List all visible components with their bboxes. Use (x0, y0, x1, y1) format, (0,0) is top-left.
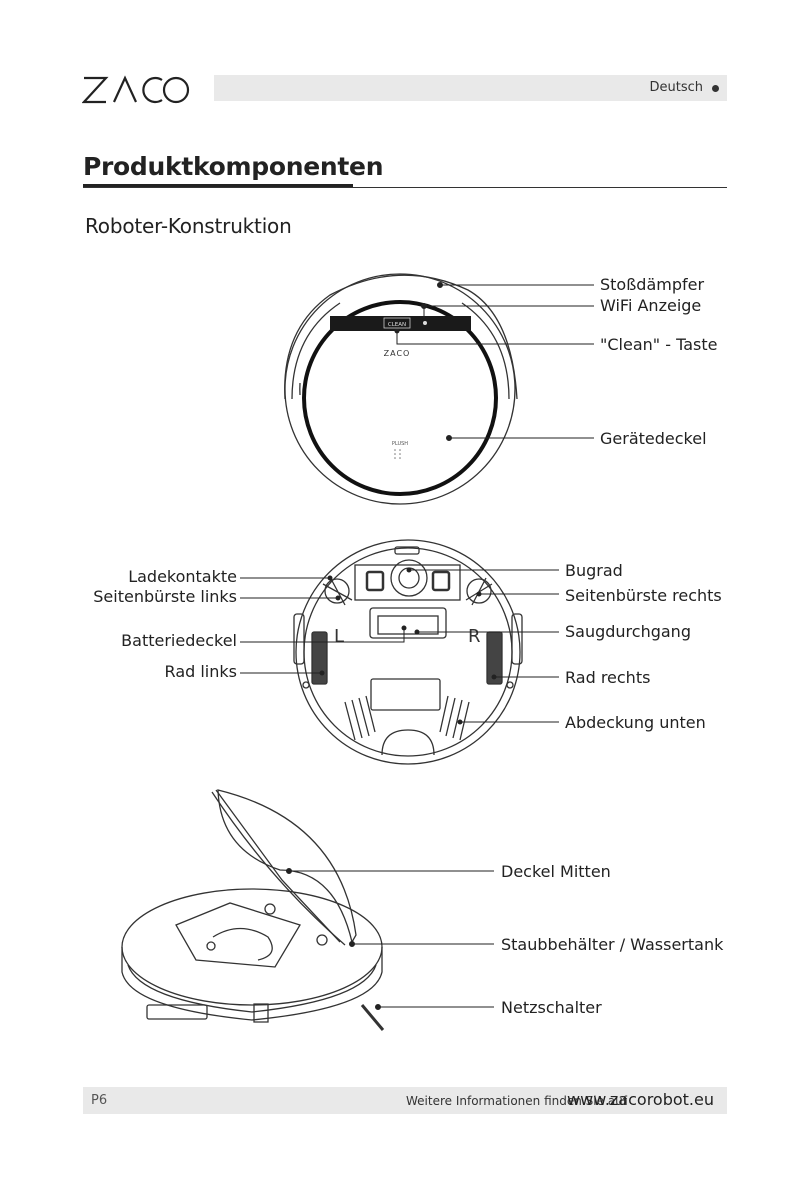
label-front-wheel: Bugrad (565, 561, 623, 580)
label-dustbin: Staubbehälter / Wassertank (501, 935, 723, 954)
left-mark: L (334, 626, 344, 647)
footer-url-link[interactable]: www.zacorobot.eu (567, 1090, 714, 1109)
label-bumper: Stoßdämpfer (600, 275, 704, 294)
label-middle-lid: Deckel Mitten (501, 862, 611, 881)
label-suction-channel: Saugdurchgang (565, 622, 691, 641)
robot-bottom-view (294, 540, 522, 764)
robot-logo-text: ZACO (384, 349, 411, 358)
plush-text: PLUSH (392, 441, 408, 447)
right-mark: R (468, 626, 481, 647)
robot-top-view (285, 274, 517, 504)
footer-bar: P6 Weitere Informationen finden Sie auf … (83, 1087, 727, 1114)
label-side-brush-left: Seitenbürste links (93, 587, 237, 606)
bottom-leaders (240, 568, 559, 724)
label-wifi: WiFi Anzeige (600, 296, 701, 315)
label-cover: Gerätedeckel (600, 429, 707, 448)
label-side-brush-right: Seitenbürste rechts (565, 586, 722, 605)
robot-side-view (122, 790, 383, 1030)
plush-dots (394, 449, 401, 459)
display-text: CLEAN (388, 322, 406, 328)
label-charging-contacts: Ladekontakte (128, 567, 237, 586)
page-number: P6 (91, 1093, 107, 1108)
label-wheel-left: Rad links (165, 662, 237, 681)
label-battery-cover: Batteriedeckel (121, 631, 237, 650)
label-power-switch: Netzschalter (501, 998, 602, 1017)
label-wheel-right: Rad rechts (565, 668, 650, 687)
label-bottom-cover: Abdeckung unten (565, 713, 706, 732)
label-clean-button: "Clean" - Taste (600, 335, 717, 354)
